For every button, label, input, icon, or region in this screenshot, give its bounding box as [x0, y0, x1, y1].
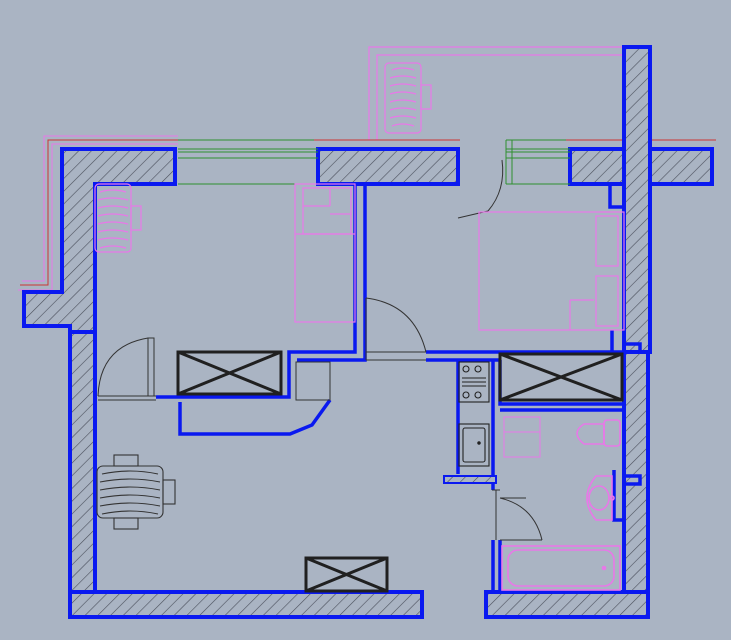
laundry-icon [503, 416, 541, 458]
sink-icon [458, 423, 490, 467]
dining-table-icon [96, 454, 176, 530]
bed-icon [478, 211, 625, 331]
insulation-layer [20, 139, 716, 286]
wardrobe-icon [176, 350, 283, 396]
washbasin-icon [586, 475, 615, 521]
wall-right-lower [622, 350, 650, 594]
armchair-icon [94, 183, 142, 253]
stove-icon [458, 361, 490, 403]
wall-bottom-left [68, 590, 424, 619]
balcony [368, 46, 624, 140]
fridge-icon [295, 361, 331, 401]
bathtub-icon [501, 545, 621, 591]
wall-left-lower [68, 330, 97, 594]
kitchen-counter-edge [443, 475, 497, 484]
radiator-icon [384, 62, 432, 134]
wall-right-upper [622, 45, 652, 354]
wall-top-right [568, 147, 626, 186]
door-bedroom [365, 297, 427, 361]
doors [97, 297, 543, 541]
sofa-icon [294, 183, 356, 323]
walls [22, 45, 714, 619]
window-right [505, 139, 570, 185]
wardrobe-bedroom-icon [498, 352, 624, 402]
toilet-icon [576, 419, 621, 447]
cabinet-bottom-icon [304, 556, 389, 593]
door-living-room [97, 337, 156, 401]
door-bathroom [492, 489, 543, 541]
wall-top-middle [316, 147, 460, 186]
wall-bottom-right [484, 590, 650, 619]
wall-right-extension [648, 147, 714, 186]
